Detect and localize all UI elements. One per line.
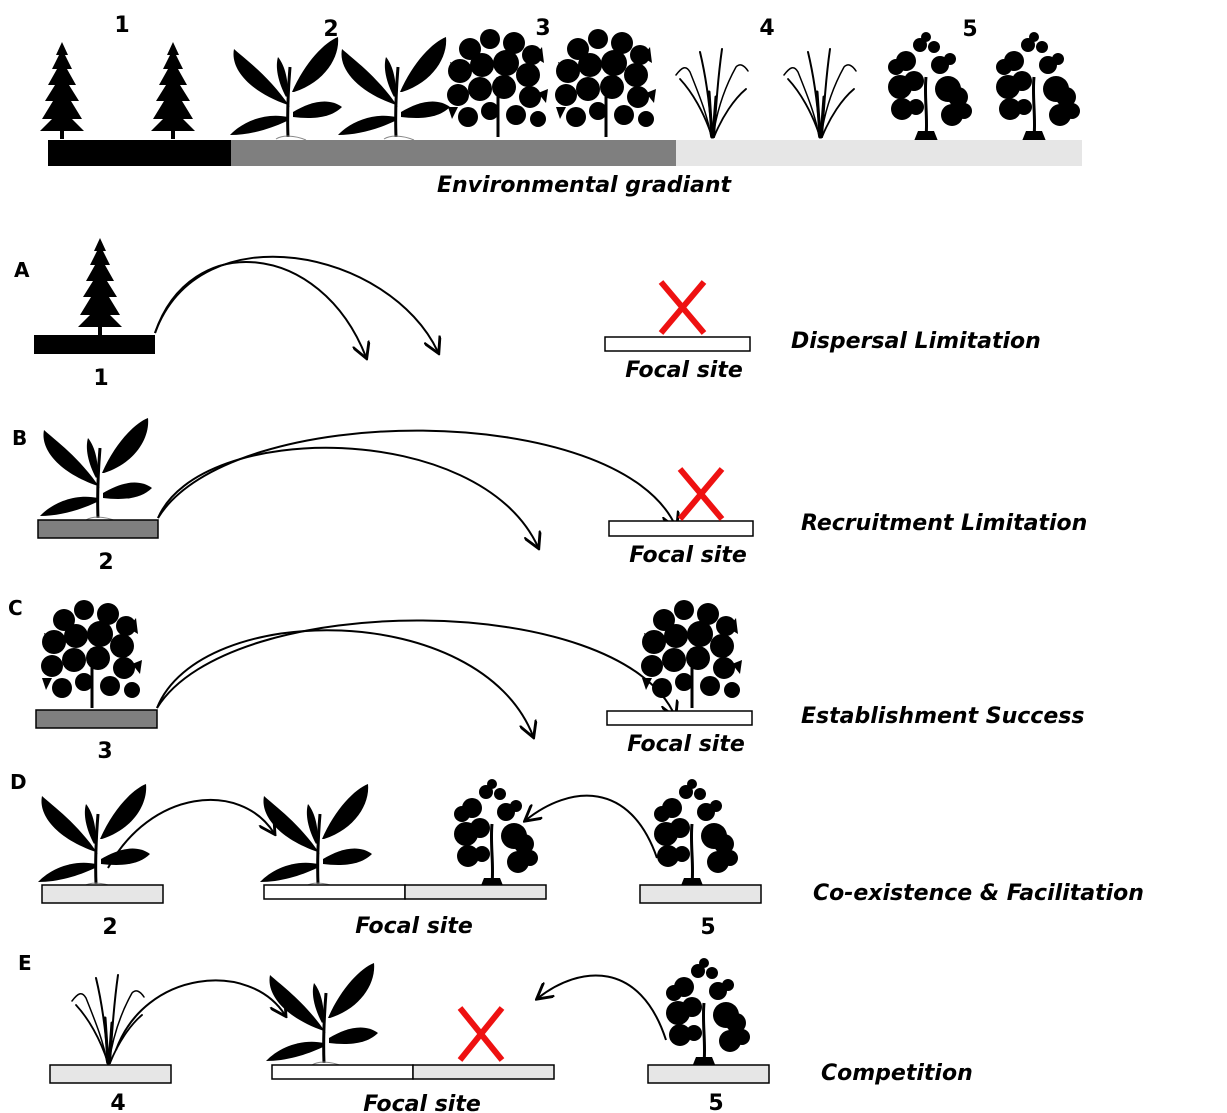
gradient-number-3: 3	[535, 16, 550, 41]
gradient-number-2: 2	[323, 17, 338, 42]
panel-c: C 3 Focal site Establishment Success	[8, 596, 1084, 764]
grass-icon	[782, 47, 858, 139]
gradient-header: 1 2 3 4 5 Environmental gradiant	[40, 13, 1082, 198]
panel-e: E 4 Focal site 5 Competition	[18, 951, 973, 1113]
panel-b: B 2 Focal site Recruitment Limitation	[12, 416, 1087, 575]
gradient-label: Environmental gradiant	[437, 173, 733, 198]
panel-letter-e: E	[18, 951, 32, 975]
broadleaf-plant-icon	[228, 35, 344, 142]
dispersal-arrow	[154, 261, 366, 357]
panel-letter-b: B	[12, 426, 27, 450]
dispersal-arrow	[154, 255, 438, 352]
gradient-number-1: 1	[114, 13, 129, 38]
strawberry-plant-icon	[886, 30, 974, 143]
panel-title: Dispersal Limitation	[791, 329, 1041, 354]
bushy-plant-icon	[39, 598, 144, 710]
right-number: 5	[708, 1091, 723, 1113]
gradient-bar-light	[676, 140, 1082, 166]
gradient-number-5: 5	[962, 17, 977, 42]
grass-icon	[674, 47, 750, 139]
dispersal-arrow	[157, 429, 676, 527]
tree-icon	[151, 42, 195, 139]
broadleaf-plant-icon	[36, 782, 152, 889]
panel-a: A 1 Focal site Dispersal Limitation	[14, 238, 1041, 391]
focal-site-label: Focal site	[363, 1092, 481, 1113]
source-number: 2	[98, 550, 113, 575]
left-platform	[49, 1064, 172, 1084]
gradient-number-4: 4	[759, 16, 774, 41]
dispersal-arrow	[156, 629, 533, 736]
panel-letter-d: D	[10, 770, 27, 794]
left-platform	[41, 884, 164, 904]
strawberry-plant-icon	[452, 777, 540, 890]
strawberry-plant-icon	[652, 777, 740, 890]
strawberry-plant-icon	[664, 956, 752, 1069]
dispersal-arrow	[156, 619, 675, 716]
panel-title: Establishment Success	[801, 704, 1084, 729]
source-number: 3	[97, 739, 112, 764]
focal-site-platform	[412, 1064, 555, 1080]
source-platform	[35, 709, 158, 729]
tree-icon	[40, 42, 84, 139]
focal-site-platform	[604, 336, 751, 352]
source-platform	[37, 519, 159, 539]
strawberry-plant-icon	[994, 30, 1082, 143]
focal-site-platform	[606, 710, 753, 726]
broadleaf-plant-icon	[336, 35, 452, 142]
broadleaf-plant-icon	[38, 416, 154, 523]
focal-site-label: Focal site	[355, 914, 473, 939]
broadleaf-plant-icon	[258, 782, 374, 889]
gradient-bar-mid	[231, 140, 676, 166]
cross-mark-icon	[677, 467, 725, 521]
dispersal-arrow	[538, 974, 667, 1041]
panel-title: Recruitment Limitation	[801, 511, 1087, 536]
bushy-plant-icon	[553, 27, 658, 139]
right-platform	[639, 884, 762, 904]
tree-icon	[78, 238, 122, 335]
dispersal-arrow	[115, 979, 285, 1051]
bushy-plant-icon	[445, 27, 550, 139]
left-number: 2	[102, 915, 117, 940]
dispersal-arrow	[107, 799, 274, 869]
left-number: 4	[110, 1091, 125, 1113]
dispersal-arrow	[526, 794, 658, 859]
gradient-bar-dark	[48, 140, 231, 166]
cross-mark-icon	[457, 1006, 505, 1062]
source-platform	[34, 335, 155, 354]
panel-letter-a: A	[14, 258, 30, 282]
right-platform	[647, 1064, 770, 1084]
panel-d: D 2 Focal site 5 Co-existence & Facilita…	[10, 770, 1144, 940]
cross-mark-icon	[658, 280, 707, 335]
panel-letter-c: C	[8, 596, 23, 620]
focal-site-label: Focal site	[627, 732, 745, 757]
source-number: 1	[93, 366, 108, 391]
focal-site-label: Focal site	[625, 358, 743, 383]
focal-site-platform	[404, 884, 547, 900]
right-number: 5	[700, 915, 715, 940]
focal-site-platform	[608, 520, 754, 537]
bushy-plant-icon	[639, 598, 744, 710]
broadleaf-plant-icon	[264, 961, 380, 1068]
panel-title: Competition	[821, 1061, 973, 1086]
dispersal-arrow	[157, 446, 538, 547]
focal-site-platform	[263, 884, 406, 900]
focal-site-label: Focal site	[629, 543, 747, 568]
focal-site-platform	[271, 1064, 414, 1080]
panel-title: Co-existence & Facilitation	[813, 881, 1144, 906]
